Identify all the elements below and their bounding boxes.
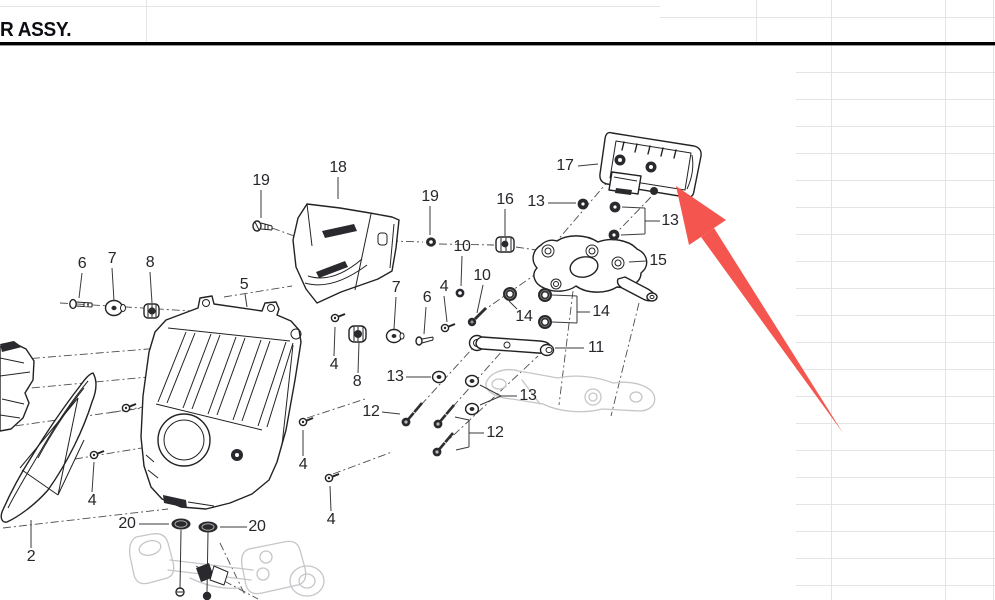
part-callout-2: 2 <box>26 548 36 565</box>
part-callout-19: 19 <box>252 172 270 189</box>
part-callout-8: 8 <box>352 373 362 390</box>
part-callout-4: 4 <box>329 356 339 373</box>
part-callout-20: 20 <box>118 515 136 532</box>
part-callout-4: 4 <box>326 511 336 528</box>
header-cell-border <box>0 42 995 46</box>
part-callout-4: 4 <box>87 492 97 509</box>
pointer-arrow-shaft <box>701 228 843 433</box>
fastener-bolts-12 <box>401 402 455 457</box>
part-callout-5: 5 <box>239 276 249 293</box>
part-callout-10: 10 <box>453 238 471 255</box>
fastener-nuts-14 <box>503 287 552 329</box>
part-callout-7: 7 <box>391 279 401 296</box>
fastener-screw-19 <box>252 220 273 232</box>
ghost-upper-triple-clamp <box>485 368 656 413</box>
part-2-side-panel <box>0 372 97 523</box>
part-callout-8: 8 <box>145 254 155 271</box>
part-callout-12: 12 <box>362 403 380 420</box>
fastener-washers-13 <box>431 370 480 416</box>
part-callout-13: 13 <box>386 368 404 385</box>
part-17-meter-display <box>599 131 702 199</box>
fastener-bushings-8 <box>143 303 367 343</box>
fastener-nut-16 <box>495 236 515 253</box>
part-callout-6: 6 <box>422 289 432 306</box>
part-callout-17: 17 <box>556 157 574 174</box>
part-callout-13: 13 <box>527 193 545 210</box>
fastener-screws-6 <box>69 298 434 346</box>
part-18-windscreen-mask <box>292 203 400 304</box>
part-callout-6: 6 <box>77 255 87 272</box>
part-callout-11: 11 <box>587 339 605 356</box>
part-callout-14: 14 <box>515 308 533 325</box>
part-left-panel-cropped <box>0 341 35 432</box>
part-callout-12: 12 <box>486 424 504 441</box>
part-callout-15: 15 <box>649 252 667 269</box>
part-callout-4: 4 <box>298 456 308 473</box>
fastener-nut-10 <box>455 288 465 298</box>
ghost-handlebar-clamp <box>128 533 325 597</box>
fastener-bolt-10 <box>467 307 487 327</box>
part-15-meter-bracket <box>532 235 658 302</box>
part-callout-14: 14 <box>592 303 610 320</box>
part-callout-16: 16 <box>496 191 514 208</box>
pointer-arrow <box>676 186 843 433</box>
part-callout-10: 10 <box>473 267 491 284</box>
part-callout-4: 4 <box>439 278 449 295</box>
fastener-screws-4 <box>89 313 456 483</box>
fastener-nuts-13 <box>577 198 621 241</box>
part-5-headlight-housing <box>140 295 302 510</box>
part-callout-7: 7 <box>107 250 117 267</box>
part-callout-13: 13 <box>519 387 537 404</box>
part-11-support-arm <box>468 334 555 357</box>
fastener-grommets-20 <box>171 518 229 600</box>
part-callout-13: 13 <box>661 212 679 229</box>
callout-leaders <box>30 163 660 548</box>
fastener-washer-19 <box>426 237 436 247</box>
sheet-title: R ASSY. <box>0 19 72 41</box>
pointer-arrow-head <box>676 186 726 245</box>
part-callout-20: 20 <box>248 518 266 535</box>
fastener-washers-7 <box>104 299 405 344</box>
part-callout-18: 18 <box>329 159 347 176</box>
part-callout-19: 19 <box>421 188 439 205</box>
